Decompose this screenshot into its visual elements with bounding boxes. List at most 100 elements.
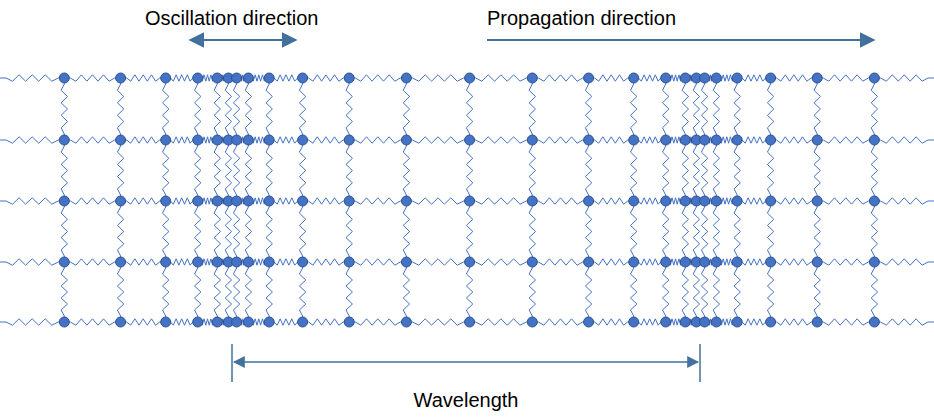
mass-dot — [232, 135, 242, 145]
mass-dot — [243, 317, 253, 327]
mass-dot — [193, 73, 203, 83]
mass-dot — [711, 196, 721, 206]
mass-dot — [298, 317, 308, 327]
mass-dot — [465, 257, 475, 267]
direction-label: Oscillation direction — [145, 6, 318, 30]
propagation-arrow — [487, 39, 874, 41]
mass-dot — [161, 317, 171, 327]
mass-dot — [193, 135, 203, 145]
mass-dot — [401, 196, 411, 206]
mass-dot — [59, 257, 69, 267]
mass-dot — [766, 73, 776, 83]
mass-dot — [812, 135, 822, 145]
mass-dot — [264, 196, 274, 206]
mass-dot — [766, 135, 776, 145]
mass-dot — [812, 196, 822, 206]
mass-dot — [732, 73, 742, 83]
mass-dot — [298, 196, 308, 206]
mass-dot — [629, 257, 639, 267]
mass-dot — [680, 73, 690, 83]
mass-dot — [465, 73, 475, 83]
mass-dot — [584, 196, 594, 206]
mass-dot — [212, 317, 222, 327]
mass-dot — [161, 73, 171, 83]
mass-dot — [680, 257, 690, 267]
mass-dot — [59, 73, 69, 83]
mass-dots — [59, 73, 879, 327]
spring-lattice — [0, 75, 934, 325]
mass-dot — [401, 317, 411, 327]
mass-dot — [700, 196, 710, 206]
mass-dot — [732, 196, 742, 206]
mass-dot — [661, 257, 671, 267]
wavelength-arrow — [234, 361, 698, 363]
mass-dot — [298, 257, 308, 267]
direction-label: Propagation direction — [487, 6, 676, 30]
mass-dot — [59, 196, 69, 206]
mass-dot — [193, 317, 203, 327]
mass-dot — [661, 73, 671, 83]
dimension-label: Wavelength — [414, 388, 519, 412]
mass-dot — [344, 73, 354, 83]
mass-dot — [212, 196, 222, 206]
mass-dot — [584, 73, 594, 83]
mass-dot — [344, 135, 354, 145]
mass-dot — [161, 135, 171, 145]
mass-dot — [401, 257, 411, 267]
mass-dot — [766, 317, 776, 327]
mass-dot — [527, 317, 537, 327]
mass-dot — [344, 317, 354, 327]
mass-dot — [344, 257, 354, 267]
mass-dot — [584, 317, 594, 327]
mass-dot — [680, 317, 690, 327]
mass-dot — [732, 257, 742, 267]
wavelength-tick — [699, 344, 701, 382]
mass-dot — [243, 196, 253, 206]
mass-dot — [212, 73, 222, 83]
mass-dot — [527, 257, 537, 267]
mass-dot — [584, 135, 594, 145]
mass-dot — [116, 135, 126, 145]
mass-dot — [193, 196, 203, 206]
mass-dot — [711, 73, 721, 83]
mass-dot — [212, 257, 222, 267]
mass-dot — [629, 135, 639, 145]
mass-dot — [869, 135, 879, 145]
mass-dot — [401, 135, 411, 145]
mass-dot — [732, 317, 742, 327]
mass-dot — [527, 196, 537, 206]
mass-dot — [700, 73, 710, 83]
mass-dot — [243, 135, 253, 145]
mass-dot — [629, 73, 639, 83]
mass-dot — [401, 73, 411, 83]
mass-dot — [766, 257, 776, 267]
mass-dot — [232, 257, 242, 267]
mass-dot — [116, 73, 126, 83]
mass-dot — [212, 135, 222, 145]
mass-dot — [161, 257, 171, 267]
mass-dot — [264, 73, 274, 83]
mass-dot — [661, 135, 671, 145]
mass-dot — [232, 196, 242, 206]
mass-dot — [680, 135, 690, 145]
mass-dot — [584, 257, 594, 267]
mass-dot — [264, 317, 274, 327]
mass-dot — [711, 257, 721, 267]
mass-dot — [661, 196, 671, 206]
mass-dot — [812, 73, 822, 83]
mass-dot — [59, 317, 69, 327]
mass-dot — [732, 135, 742, 145]
mass-dot — [465, 317, 475, 327]
mass-dot — [766, 196, 776, 206]
mass-dot — [869, 317, 879, 327]
mass-dot — [264, 257, 274, 267]
mass-dot — [700, 317, 710, 327]
mass-dot — [116, 196, 126, 206]
mass-dot — [527, 73, 537, 83]
mass-dot — [711, 317, 721, 327]
mass-dot — [232, 317, 242, 327]
mass-dot — [298, 135, 308, 145]
mass-dot — [700, 135, 710, 145]
mass-dot — [116, 257, 126, 267]
